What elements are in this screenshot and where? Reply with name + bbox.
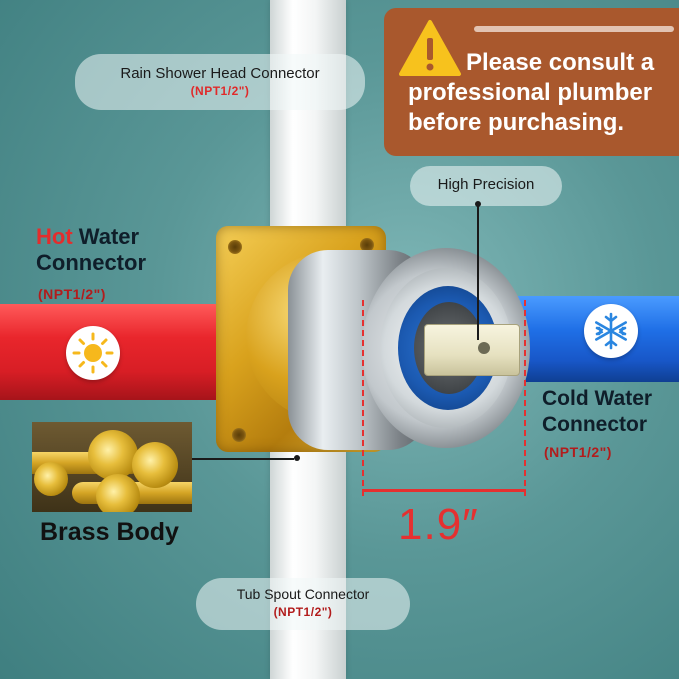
tub-spout-spec: (NPT1/2") [273,605,333,619]
rain-shower-title: Rain Shower Head Connector [120,65,320,82]
brass-rods-image [32,422,192,512]
brass-leader-dot [294,455,300,461]
high-precision-label: High Precision [410,166,562,206]
brass-rod-end [88,430,138,480]
cold-spec: (NPT1/2") [544,444,612,460]
hot-water-label: Hot Water Connector [36,224,146,276]
cold-connector-word: Connector [542,413,647,436]
dimension-span-line [362,489,526,492]
cold-water-label: Cold Water Connector [542,386,652,438]
warning-triangle-icon [399,20,461,76]
tub-spout-title: Tub Spout Connector [236,586,370,602]
dimension-value: 1.9″ [398,500,479,549]
bolt-hole [232,428,246,442]
brass-body-label: Brass Body [40,518,179,546]
leader-line [477,204,479,340]
bolt-hole [360,238,374,252]
valve-stem [424,324,520,376]
rain-shower-spec: (NPT1/2") [190,84,250,98]
warning-text: Please consult a professional plumber be… [408,48,676,138]
bolt-hole [228,240,242,254]
cold-water-line-1: Cold Water [542,387,653,410]
hot-connector-word: Connector [36,250,146,275]
hot-spec: (NPT1/2") [38,286,106,302]
hot-word: Hot [36,224,73,249]
brass-rod-end [34,462,68,496]
high-precision-text: High Precision [437,176,535,193]
warning-bar [474,26,674,32]
warning-line-2: professional plumber [408,79,653,106]
tub-spout-label: Tub Spout Connector (NPT1/2") [196,578,410,630]
water-word: Water [72,224,140,249]
brass-leader-line [192,458,294,460]
stem-hole [478,342,490,354]
dimension-right-line [524,300,526,496]
sun-icon [66,326,120,380]
brass-rod-end [132,442,178,488]
warning-line-3: before purchasing. [408,109,625,136]
dimension-left-line [362,300,364,496]
snowflake-icon [584,304,638,358]
rain-shower-label: Rain Shower Head Connector (NPT1/2") [75,54,365,110]
brass-rod-end [96,474,140,512]
warning-line-1: Please consult a [466,49,655,76]
